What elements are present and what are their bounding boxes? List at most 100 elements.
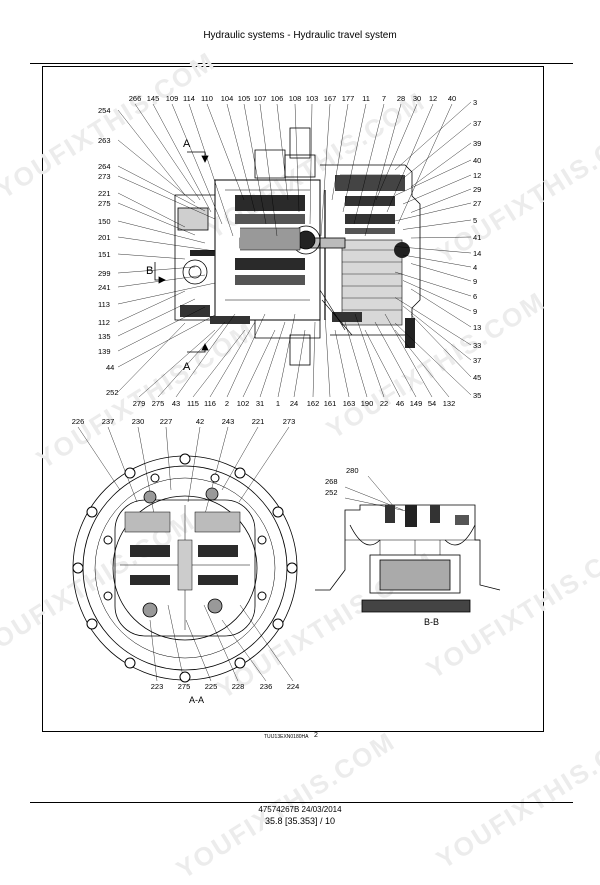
section-view-a-a (72, 453, 298, 683)
callout-number: 3 (473, 98, 477, 107)
callout-number: 280 (346, 466, 359, 475)
leader-line (117, 266, 196, 274)
callout-number: 275 (152, 399, 165, 408)
callout-number: 241 (98, 283, 111, 292)
callout-number: 9 (473, 277, 477, 286)
leader-line (386, 103, 434, 213)
callout-number: 150 (98, 217, 111, 226)
callout-number: 264 (98, 162, 111, 171)
callout-number: 24 (290, 399, 298, 408)
callout-number: 263 (98, 136, 111, 145)
callout-number: 190 (361, 399, 374, 408)
callout-number: 40 (473, 156, 481, 165)
leader-line (353, 103, 385, 225)
leader-line (259, 321, 286, 398)
callout-number: 31 (256, 399, 264, 408)
leader-line (165, 426, 172, 491)
leader-line (226, 103, 256, 213)
callout-number: 5 (473, 216, 477, 225)
callout-number: 266 (129, 94, 142, 103)
leader-line (402, 122, 472, 179)
leader-line (134, 103, 201, 201)
callout-number: 13 (473, 323, 481, 332)
leader-line (384, 313, 433, 398)
leader-line (410, 236, 472, 239)
leader-line (117, 202, 196, 236)
view-b-b-label: B-B (424, 617, 439, 627)
leader-line (204, 426, 229, 515)
callout-number: 162 (307, 399, 320, 408)
callout-number: 40 (448, 94, 456, 103)
callout-number: 42 (196, 417, 204, 426)
leader-line (192, 329, 246, 398)
callout-number: 9 (473, 307, 477, 316)
leader-line (410, 263, 472, 282)
leader-line (394, 202, 472, 222)
callout-number: 223 (151, 682, 164, 691)
leader-line (117, 253, 186, 260)
callout-number: 4 (473, 263, 477, 272)
leader-line (344, 321, 368, 398)
callout-number: 135 (98, 332, 111, 341)
callout-number: 54 (428, 399, 436, 408)
callout-number: 33 (473, 341, 481, 350)
leader-line (206, 103, 245, 201)
leader-line (185, 619, 212, 682)
leader-line (117, 192, 186, 228)
leader-line (397, 103, 453, 225)
leader-line (117, 274, 206, 288)
figure-frame (42, 66, 544, 732)
callout-number: 279 (133, 399, 146, 408)
leader-line (117, 314, 216, 368)
callout-number: 115 (187, 399, 199, 408)
leader-line (242, 329, 276, 398)
leader-line (324, 313, 331, 398)
section-mark-a-top (187, 151, 209, 163)
leader-line (117, 306, 206, 352)
callout-number: 275 (98, 199, 111, 208)
leader-line (394, 322, 472, 396)
leader-line (243, 103, 267, 225)
leader-line (117, 282, 216, 305)
callout-number: 161 (324, 399, 337, 408)
callout-number: 243 (222, 417, 235, 426)
leader-line (410, 142, 472, 188)
leader-line (117, 290, 186, 323)
leader-line (331, 103, 349, 201)
page-title: Hydraulic systems - Hydraulic travel sys… (203, 30, 397, 41)
callout-number: 29 (473, 185, 481, 194)
leader-line (354, 313, 385, 398)
callout-number: 228 (232, 682, 245, 691)
callout-number: 104 (221, 94, 234, 103)
page-number: 35.8 [35.353] / 10 (264, 816, 336, 826)
leader-line (375, 103, 418, 201)
leader-line (402, 280, 472, 312)
leader-line (394, 159, 472, 196)
leader-line (374, 321, 417, 398)
leader-line (402, 174, 472, 205)
leader-line (394, 271, 472, 297)
leader-line (276, 103, 289, 201)
callout-number: 237 (102, 417, 115, 426)
leader-line (203, 604, 239, 682)
callout-number: 254 (98, 106, 111, 115)
footer-rule (30, 802, 573, 803)
leader-line (117, 298, 196, 337)
callout-number: 275 (178, 682, 191, 691)
callout-number: 46 (396, 399, 404, 408)
callout-number: 227 (160, 417, 173, 426)
leader-line (293, 329, 306, 398)
section-a-label: A (183, 361, 191, 373)
view-a-a-label: A-A (189, 695, 204, 705)
leader-line (117, 220, 206, 244)
callout-number: 2 (225, 399, 229, 408)
leader-line (209, 321, 256, 398)
section-b-label: B (146, 265, 153, 277)
leader-line (364, 103, 402, 237)
callout-number: 273 (283, 417, 296, 426)
section-mark-a-bottom (187, 343, 209, 353)
callout-number: 230 (132, 417, 145, 426)
leader-line (187, 426, 201, 503)
